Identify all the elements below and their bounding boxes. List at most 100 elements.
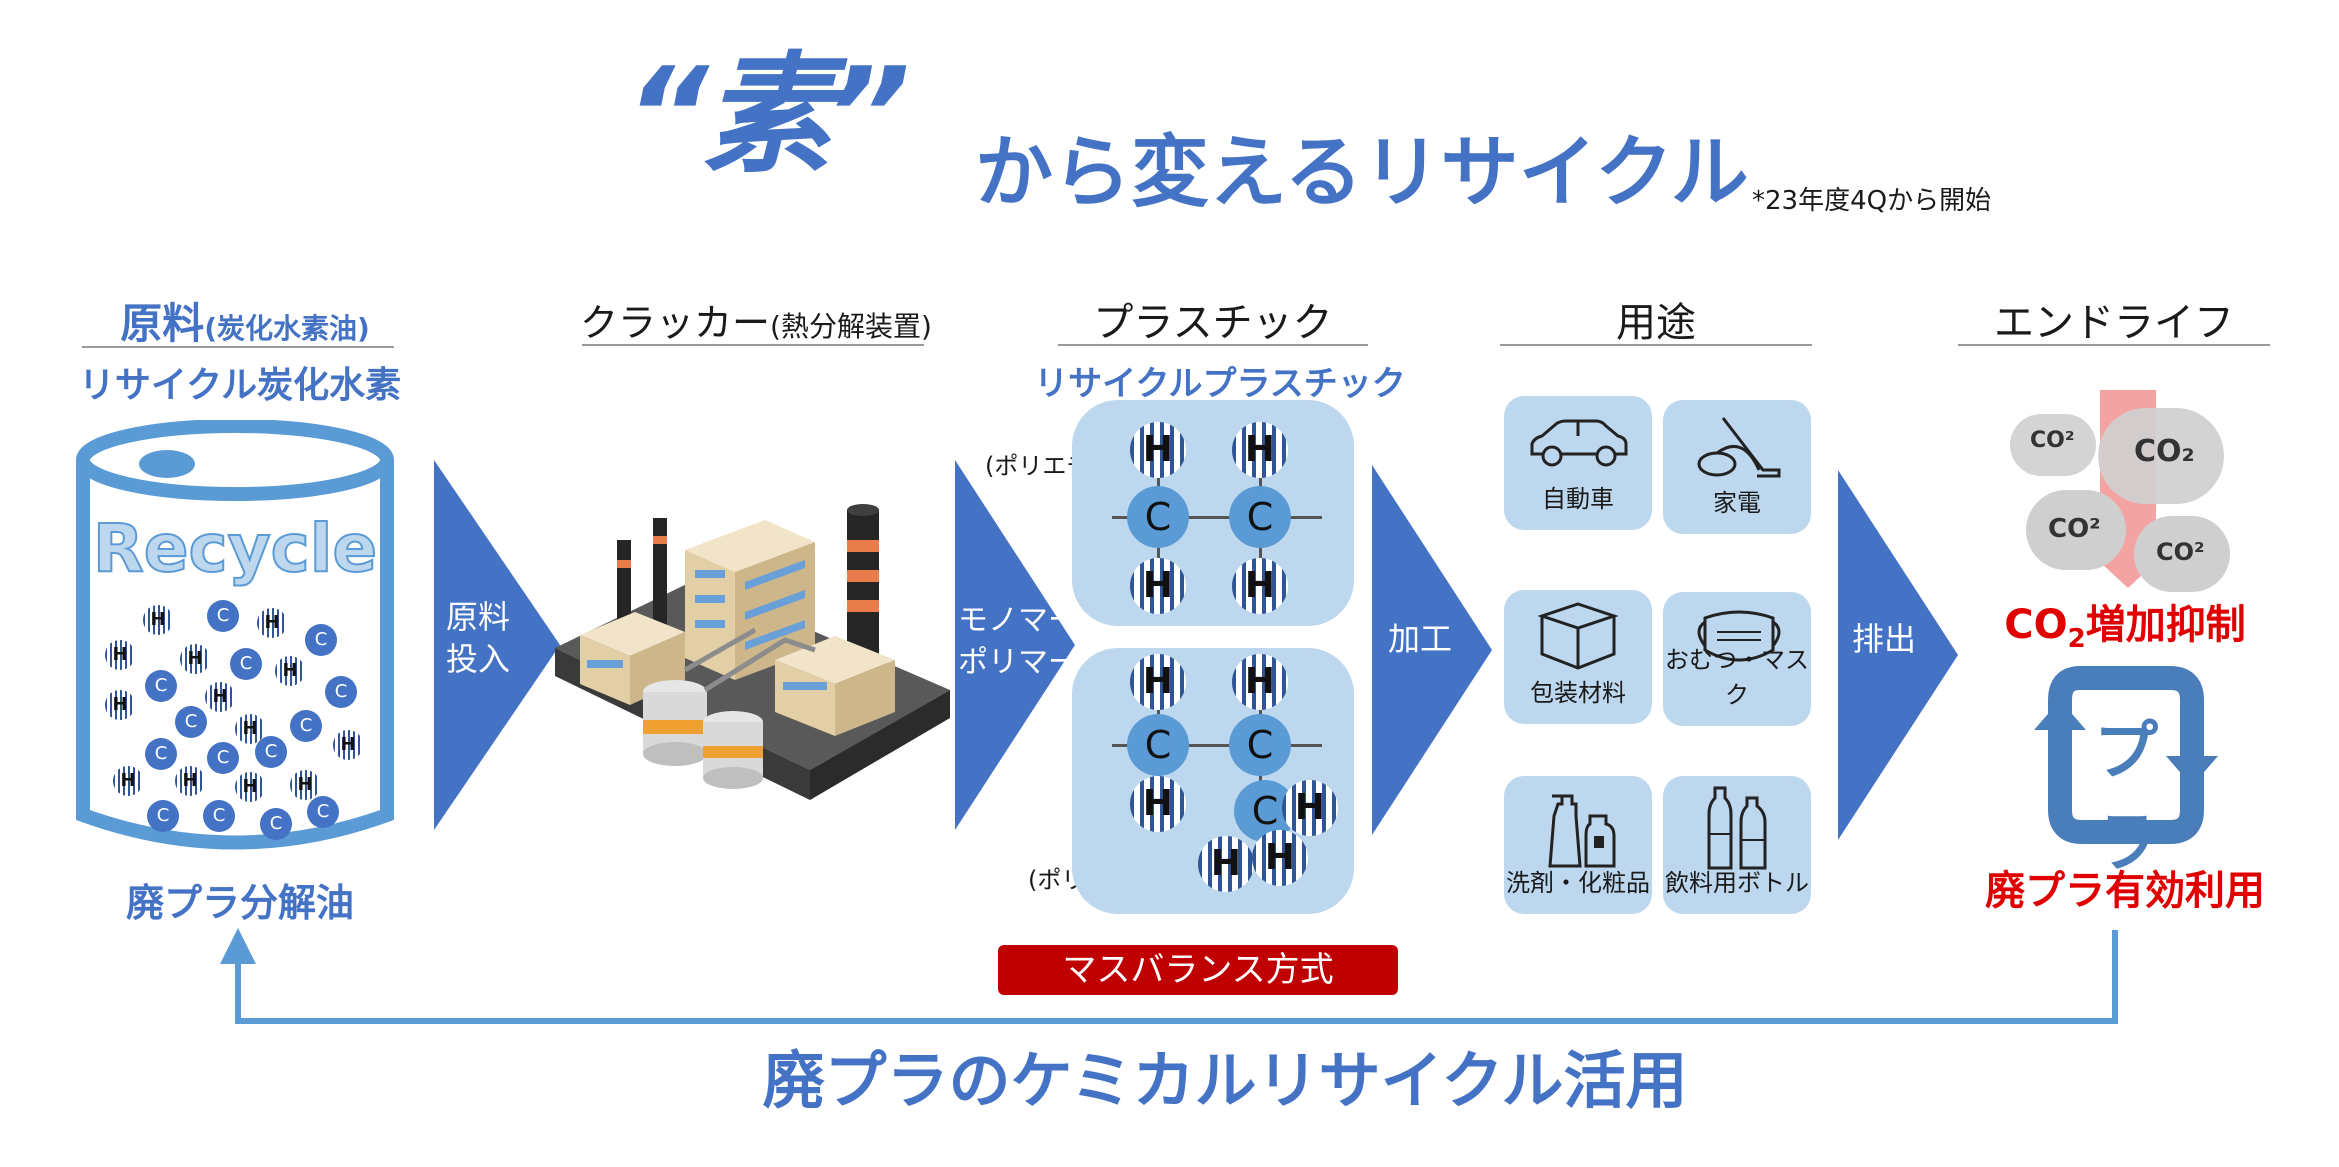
arrow-raw-input-label-1: 原料 <box>446 598 511 636</box>
raw-caption: 廃プラ分解油 <box>125 881 354 925</box>
can-atom-c: C <box>290 710 322 742</box>
factory-illustration <box>555 504 950 800</box>
can-atom-c: C <box>260 808 292 840</box>
return-loop-left <box>235 960 241 1024</box>
can-atom-h: H <box>235 772 265 802</box>
can-atom-h: H <box>143 605 173 635</box>
can-atom-c: C <box>175 706 207 738</box>
plastic-subheading: リサイクルプラスチック <box>1034 364 1406 404</box>
cloud-icon <box>2098 408 2224 504</box>
arrow-raw-input-label-2: 投入 <box>446 640 511 678</box>
use-beverage-bottle: 飲料用ボトル <box>1663 776 1811 914</box>
cloud-label: CO² <box>2048 514 2101 544</box>
hydrogen-atom: H <box>1232 654 1288 710</box>
hydrogen-atom: H <box>1282 780 1338 836</box>
title-kanji: “素” <box>625 39 910 191</box>
recycle-can: Recycle H C H C H H C H C H C H C H C C … <box>75 419 395 860</box>
bottles-icon <box>1548 794 1616 868</box>
can-atom-h: H <box>290 770 320 800</box>
arrow-discharge <box>1838 470 1958 840</box>
arrow-polymer-label: ポリマー <box>958 645 1078 680</box>
cracker-heading-underline <box>582 344 924 346</box>
polyethylene-molecule: H H C C H H <box>1072 400 1354 626</box>
bond-line <box>1112 516 1322 519</box>
use-detergent-label: 洗剤・化粧品 <box>1506 869 1650 897</box>
arrow-monomer-polymer <box>955 460 1075 830</box>
can-atom-c: C <box>203 800 235 832</box>
title-text: から変えるリサイクル <box>975 128 1749 218</box>
can-atom-h: H <box>205 682 235 712</box>
vacuum-icon <box>1697 417 1781 478</box>
can-atom-h: H <box>175 766 205 796</box>
raw-heading: 原料(炭化水素油) <box>120 299 370 348</box>
carbon-atom: C <box>1127 486 1189 548</box>
cracker-heading: クラッカー(熱分解装置) <box>580 301 932 345</box>
hydrogen-atom: H <box>1198 836 1254 892</box>
can-text: Recycle <box>92 509 378 588</box>
bottom-title: 廃プラのケミカルリサイクル活用 <box>762 1044 1688 1117</box>
use-appliance-label: 家電 <box>1713 489 1761 517</box>
hydrogen-atom: H <box>1252 830 1308 886</box>
plastic-heading: プラスチック <box>1093 300 1333 346</box>
can-atom-c: C <box>325 676 357 708</box>
carbon-atom: C <box>1229 714 1291 776</box>
cloud-label: CO₂ <box>2134 434 2195 469</box>
can-atom-c: C <box>207 600 239 632</box>
car-icon <box>1530 419 1628 467</box>
arrow-processing <box>1372 465 1492 835</box>
hydrogen-atom: H <box>1130 422 1186 478</box>
can-atom-c: C <box>145 738 177 770</box>
can-atom-h: H <box>113 766 143 796</box>
arrow-processing-label: 加工 <box>1388 620 1453 658</box>
recycle-mark-icon <box>2034 666 2218 844</box>
arrow-monomer-label: モノマー <box>958 603 1078 638</box>
can-atom-c: C <box>307 796 339 828</box>
can-atom-c: C <box>255 736 287 768</box>
use-beverage-bottle-label: 飲料用ボトル <box>1665 869 1809 897</box>
can-atom-h: H <box>257 608 287 638</box>
hydrogen-atom: H <box>1232 558 1288 614</box>
use-heading: 用途 <box>1616 300 1696 346</box>
title-note: *23年度4Qから開始 <box>1752 186 1992 216</box>
cloud-label: CO² <box>2156 538 2205 566</box>
can-atom-c: C <box>147 800 179 832</box>
recycle-mark-text: プラ <box>2094 715 2158 881</box>
can-atom-h: H <box>105 640 135 670</box>
cloud-icon <box>2026 490 2126 570</box>
use-heading-underline <box>1500 344 1812 346</box>
endlife-caption: 廃プラ有効利用 <box>1985 868 2265 914</box>
use-diaper-mask-label: おむつ・マスク <box>1665 646 1809 709</box>
use-packaging-label: 包装材料 <box>1530 679 1626 707</box>
mass-balance-badge: マスバランス方式 <box>998 945 1398 995</box>
use-appliance: 家電 <box>1663 400 1811 534</box>
hydrogen-atom: H <box>1130 558 1186 614</box>
can-atom-h: H <box>275 656 305 686</box>
hydrogen-atom: H <box>1130 776 1186 832</box>
can-atom-h: H <box>180 644 210 674</box>
can-atom-c: C <box>230 648 262 680</box>
can-atom-h: H <box>235 714 265 744</box>
pet-bottle-icon <box>1707 786 1767 870</box>
polypropylene-molecule: H H C C H C H H H <box>1072 648 1354 914</box>
return-loop-right <box>2112 930 2118 1024</box>
cloud-icon <box>2010 414 2096 476</box>
raw-heading-underline <box>82 346 394 348</box>
carbon-atom: C <box>1127 714 1189 776</box>
use-packaging: 包装材料 <box>1504 590 1652 724</box>
hydrogen-atom: H <box>1130 654 1186 710</box>
carbon-atom: C <box>1229 486 1291 548</box>
bond-line <box>1112 744 1322 747</box>
return-loop-arrowhead-icon <box>220 928 256 964</box>
can-atom-c: C <box>207 742 239 774</box>
use-diaper-mask: おむつ・マスク <box>1663 592 1811 726</box>
cloud-icon <box>2134 516 2230 592</box>
return-loop-bottom <box>235 1018 2118 1024</box>
can-atom-c: C <box>145 670 177 702</box>
plastic-heading-underline <box>1058 344 1368 346</box>
arrow-raw-input <box>434 460 560 830</box>
co2-clouds: CO² CO₂ CO² CO² <box>2010 390 2240 600</box>
can-atom-h: H <box>333 730 363 760</box>
use-car-label: 自動車 <box>1542 485 1614 513</box>
arrow-discharge-label: 排出 <box>1852 620 1917 658</box>
use-detergent: 洗剤・化粧品 <box>1504 776 1652 914</box>
